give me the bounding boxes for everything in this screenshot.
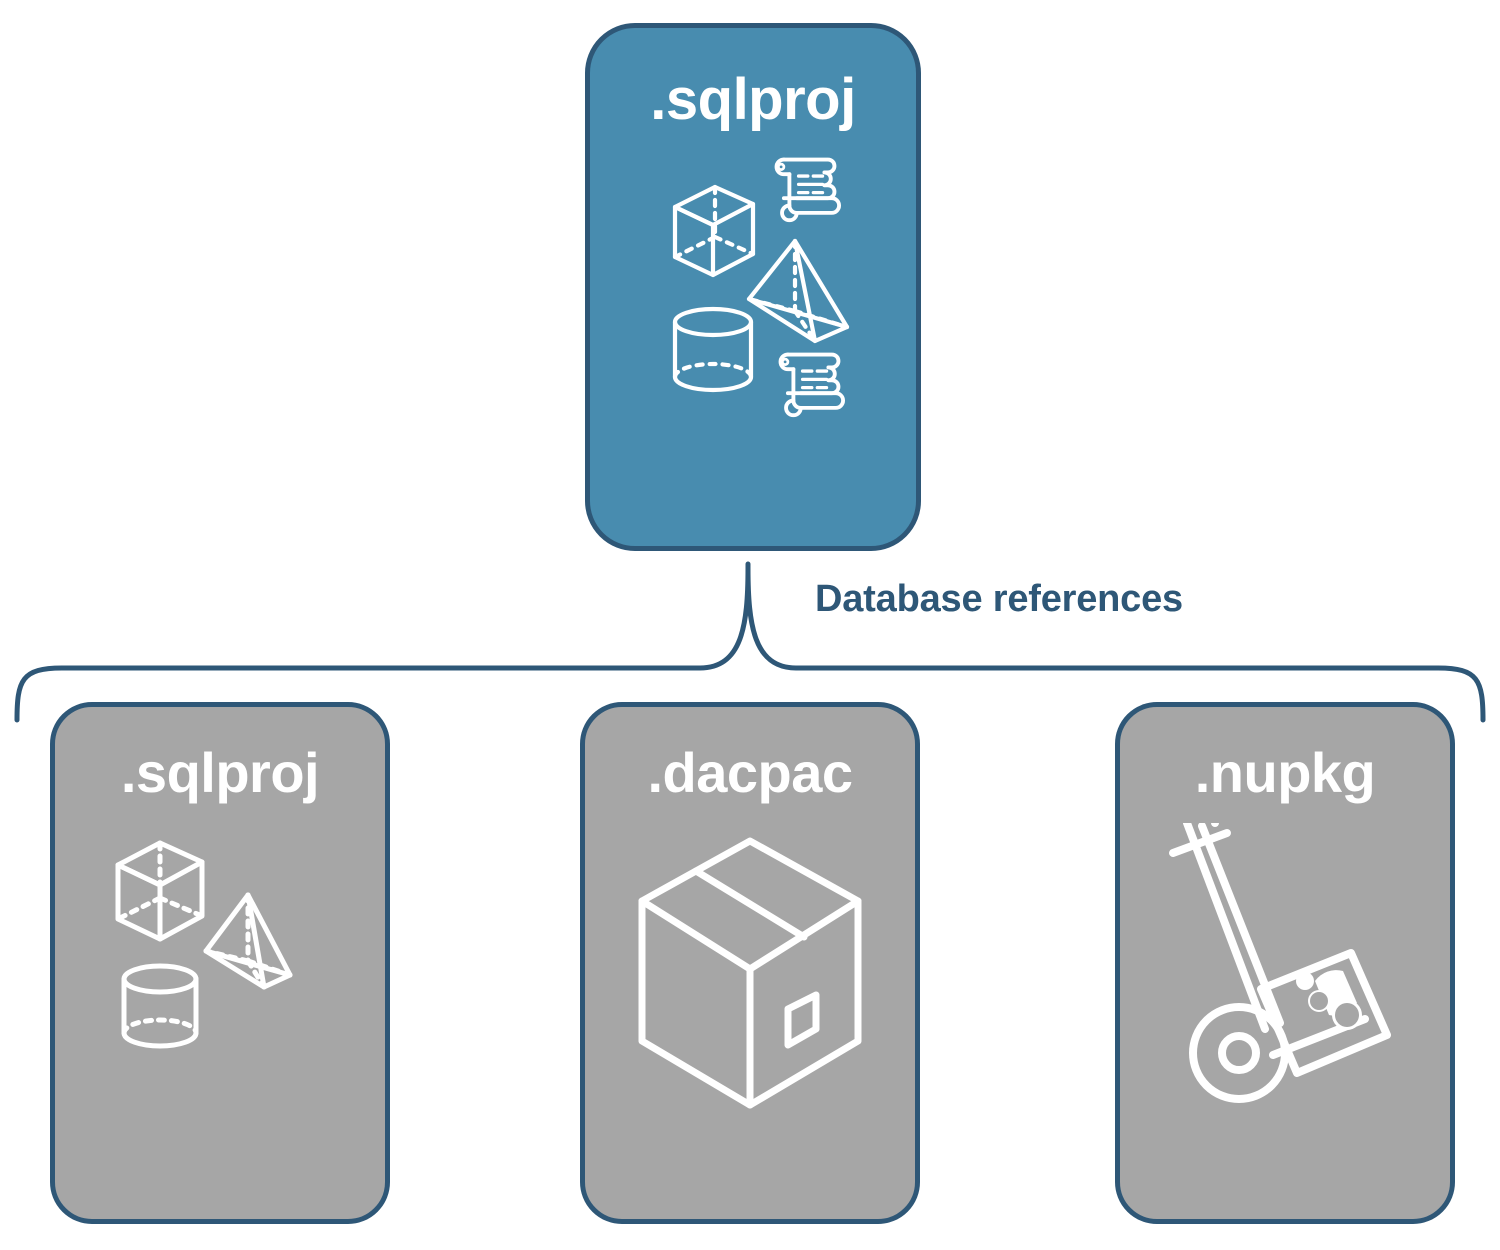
node-card-dacpac[interactable]: .dacpac [580,702,920,1224]
pyramid-wireframe-icon [746,238,850,344]
scroll-script-icon [774,157,841,223]
scroll-script-icon [778,352,845,418]
cylinder-wireframe-icon [672,306,754,393]
card-title: .sqlproj [120,741,320,804]
sqlproj-icon-group [100,823,340,1083]
root-icon-group [653,149,853,419]
cube-wireframe-icon [115,840,205,942]
hand-truck-package-icon [1169,819,1391,1103]
card-title: .sqlproj [650,67,856,132]
hand-truck-package-svg [1169,819,1391,1103]
pyramid-wireframe-icon [203,892,293,990]
sqlproj-shapes-svg [115,840,293,1049]
node-card-sqlproj-root[interactable]: .sqlproj [585,23,921,551]
card-title: .nupkg [1194,741,1376,804]
cardboard-box-svg [638,837,862,1109]
cube-wireframe-icon [672,184,756,278]
connector-label: Database references [815,578,1183,620]
dacpac-icon-group [620,823,880,1123]
cylinder-wireframe-icon [121,963,199,1049]
cardboard-box-icon [638,837,862,1109]
root-shapes-svg [672,157,850,418]
node-card-sqlproj-ref[interactable]: .sqlproj [50,702,390,1224]
connector-brace-left [14,565,751,723]
nupkg-icon-group [1155,819,1415,1123]
node-card-nupkg[interactable]: .nupkg [1115,702,1455,1224]
card-title: .dacpac [647,741,853,804]
